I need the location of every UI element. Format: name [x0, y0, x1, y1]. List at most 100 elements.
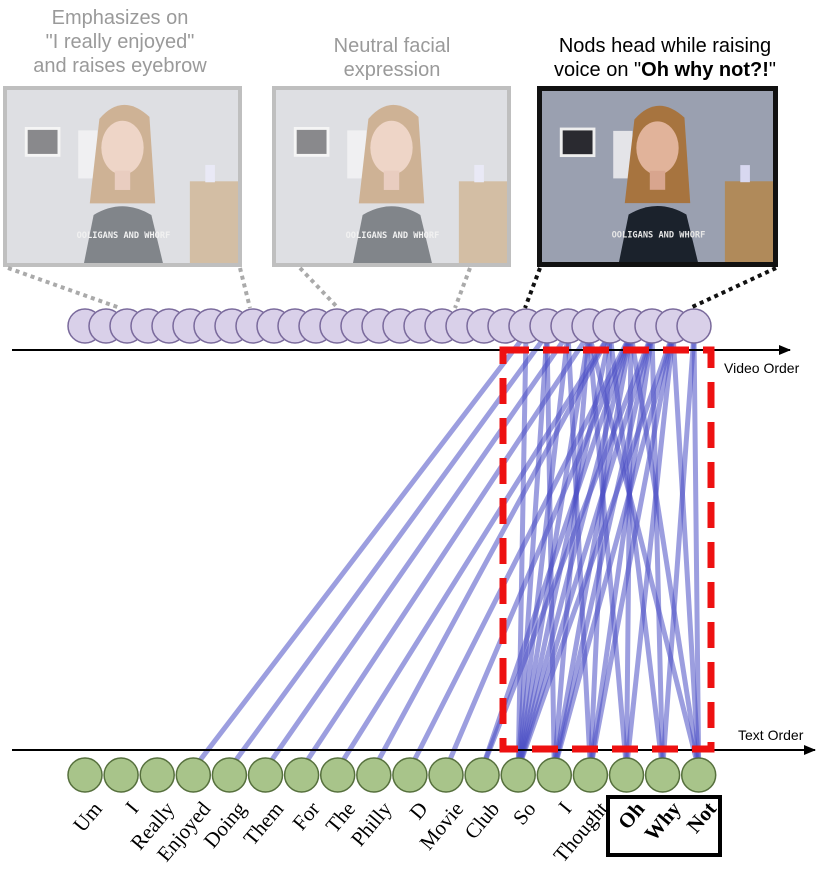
word-node — [428, 757, 464, 793]
frame-connector-group — [7, 266, 777, 310]
door-frame — [78, 130, 98, 179]
shirt — [84, 206, 163, 263]
word-node — [211, 757, 248, 793]
word-node — [319, 757, 356, 793]
alignment-line — [515, 331, 529, 772]
alignment-line — [628, 331, 702, 772]
video-frame-scene: OOLIGANS AND WHORF — [7, 90, 238, 263]
word-node — [175, 757, 212, 793]
caption-line: voice on "Oh why not?!" — [520, 58, 810, 82]
caption-frame-2: Neutral facial expression — [272, 34, 512, 82]
word-node — [247, 757, 284, 793]
wall-picture — [293, 127, 330, 157]
caption-line: Nods head while raising — [558, 35, 772, 57]
alignment-lines — [190, 331, 702, 772]
highlighted-words-box — [606, 795, 722, 857]
shirt-text: OOLIGANS AND WHORF — [77, 231, 171, 241]
word-node — [392, 757, 428, 793]
alignment-line — [515, 331, 634, 772]
door-frame — [613, 130, 633, 179]
shirt — [619, 205, 698, 262]
word-node — [536, 757, 573, 793]
dresser — [189, 181, 238, 263]
word-node — [572, 757, 609, 793]
caption-text: voice on " — [553, 59, 642, 81]
caption-frame-1: Emphasizes on "I really enjoyed" and rai… — [0, 6, 240, 78]
bottle — [205, 164, 215, 183]
caption-line: "I really enjoyed" — [45, 31, 195, 53]
alignment-line — [226, 331, 550, 772]
alignment-line — [670, 331, 702, 772]
wall-picture — [24, 127, 61, 157]
caption-emphasis: Oh why not?! — [641, 59, 769, 81]
frame-connector — [523, 267, 542, 309]
alignment-line — [515, 331, 550, 772]
alignment-line — [586, 331, 629, 772]
caption-frame-3: Nods head while raising voice on "Oh why… — [520, 34, 810, 82]
text-order-label: Text Order — [738, 727, 804, 743]
word-node — [608, 757, 645, 793]
caption-line: Emphasizes on — [51, 7, 189, 29]
alignment-line — [515, 331, 571, 772]
video-frame-scene: OOLIGANS AND WHORF — [276, 90, 507, 263]
alignment-line — [586, 331, 702, 772]
video-order-label: Video Order — [724, 360, 800, 376]
neck — [114, 170, 131, 190]
alignment-line — [544, 331, 557, 772]
alignment-line — [649, 331, 666, 772]
shirt-text: OOLIGANS AND WHORF — [612, 230, 706, 240]
video-frame-1: OOLIGANS AND WHORF — [3, 86, 242, 267]
word-node — [644, 757, 681, 793]
alignment-line — [624, 331, 634, 772]
word-node — [680, 757, 717, 793]
alignment-line — [551, 331, 655, 772]
shirt-text: OOLIGANS AND WHORF — [346, 231, 440, 241]
caption-line: expression — [343, 59, 441, 81]
frame-connector — [238, 267, 252, 309]
face — [636, 121, 679, 175]
face — [101, 120, 144, 175]
frame-connector — [7, 266, 121, 310]
word-node — [356, 757, 392, 793]
alignment-line — [263, 331, 571, 772]
alignment-line — [551, 331, 592, 772]
alignment-line — [691, 331, 702, 772]
neck — [383, 170, 400, 190]
word-node-group — [67, 757, 717, 793]
alignment-line — [660, 331, 697, 772]
video-node-group — [67, 308, 712, 344]
bottle — [740, 165, 750, 183]
word-node — [103, 757, 139, 793]
frame-connector — [453, 267, 472, 309]
alignment-line — [443, 331, 634, 772]
dresser — [458, 181, 507, 263]
alignment-line — [515, 331, 676, 772]
door-frame — [347, 130, 367, 179]
dresser — [724, 181, 773, 262]
alignment-line — [624, 331, 676, 772]
highlight-region — [499, 346, 715, 753]
alignment-line — [565, 331, 593, 772]
bottle — [474, 164, 484, 183]
alignment-line — [587, 331, 676, 772]
frame-connector — [689, 266, 777, 310]
word-node — [67, 757, 103, 793]
alignment-line — [607, 331, 666, 772]
neck — [649, 170, 666, 190]
caption-line: and raises eyebrow — [33, 55, 207, 77]
caption-line: Neutral facial — [333, 35, 451, 57]
video-frame-scene: OOLIGANS AND WHORF — [542, 91, 773, 262]
video-node — [676, 308, 712, 344]
video-frame-2: OOLIGANS AND WHORF — [272, 86, 511, 267]
caption-text: " — [768, 59, 777, 81]
word-node — [464, 757, 500, 793]
word-node — [283, 757, 320, 793]
alignment-line — [515, 331, 592, 772]
face — [370, 120, 413, 175]
wall-picture — [559, 127, 596, 158]
word-node — [500, 757, 536, 793]
alignment-line — [479, 331, 655, 772]
frame-connector — [298, 266, 340, 310]
shirt — [353, 206, 432, 263]
